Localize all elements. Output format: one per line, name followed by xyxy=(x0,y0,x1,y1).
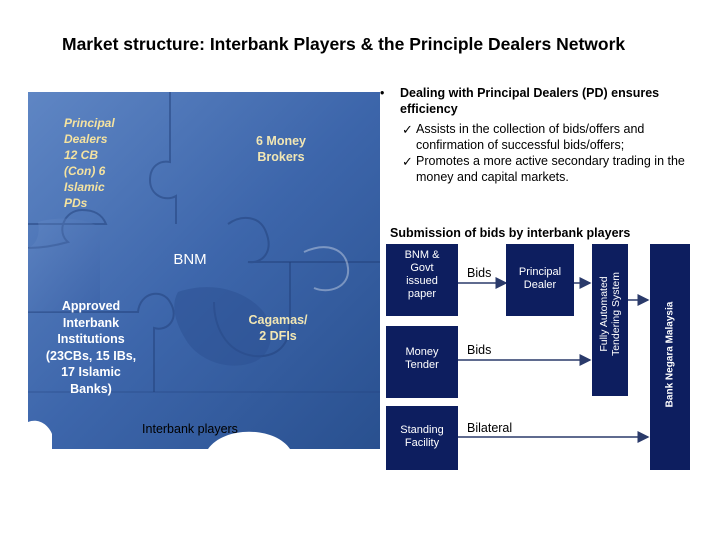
money-brokers-label: 6 Money Brokers xyxy=(255,134,306,164)
fast-box: Fully Automated Tendering System xyxy=(592,244,628,396)
bullet-sub-1-text: Assists in the collection of bids/offers… xyxy=(416,122,645,152)
interbank-players-caption: Interbank players xyxy=(142,422,238,436)
principal-dealer-box: Principal Dealer xyxy=(506,244,574,316)
approved-institutions-label: Approved Interbank Institutions (23CBs, … xyxy=(45,299,137,396)
bids-label-2: Bids xyxy=(467,343,492,357)
bnm-label: BNM xyxy=(173,251,207,268)
check-icon: ✓ xyxy=(402,154,413,169)
bilateral-label: Bilateral xyxy=(467,421,513,435)
bids-label-1: Bids xyxy=(467,266,492,280)
check-icon: ✓ xyxy=(402,122,413,137)
money-tender-box: Money Tender xyxy=(386,326,458,398)
submission-title: Submission of bids by interbank players xyxy=(390,226,631,240)
cagamas-label: Cagamas/ 2 DFIs xyxy=(248,313,308,343)
page-title: Market structure: Interbank Players & th… xyxy=(62,34,626,54)
principal-dealers-label: Principal Dealers 12 CB (Con) 6 Islamic … xyxy=(64,116,115,210)
bullet-main-text: Dealing with Principal Dealers (PD) ensu… xyxy=(400,86,660,116)
standing-facility-box: Standing Facility xyxy=(386,406,458,470)
bullet-marker: • xyxy=(380,86,385,100)
bank-negara-box: Bank Negara Malaysia xyxy=(650,244,690,470)
bullet-sub-2: ✓ Promotes a more active secondary tradi… xyxy=(402,154,706,185)
bullet-sub-1: ✓ Assists in the collection of bids/offe… xyxy=(402,122,706,153)
fast-label: Fully Automated Tendering System xyxy=(598,271,622,357)
bank-negara-label: Bank Negara Malaysia xyxy=(664,301,676,408)
bnm-govt-paper-box: BNM & Govt issued paper xyxy=(386,244,458,316)
bullet-sub-2-text: Promotes a more active secondary trading… xyxy=(416,154,685,184)
interbank-puzzle-graphic xyxy=(28,92,380,449)
